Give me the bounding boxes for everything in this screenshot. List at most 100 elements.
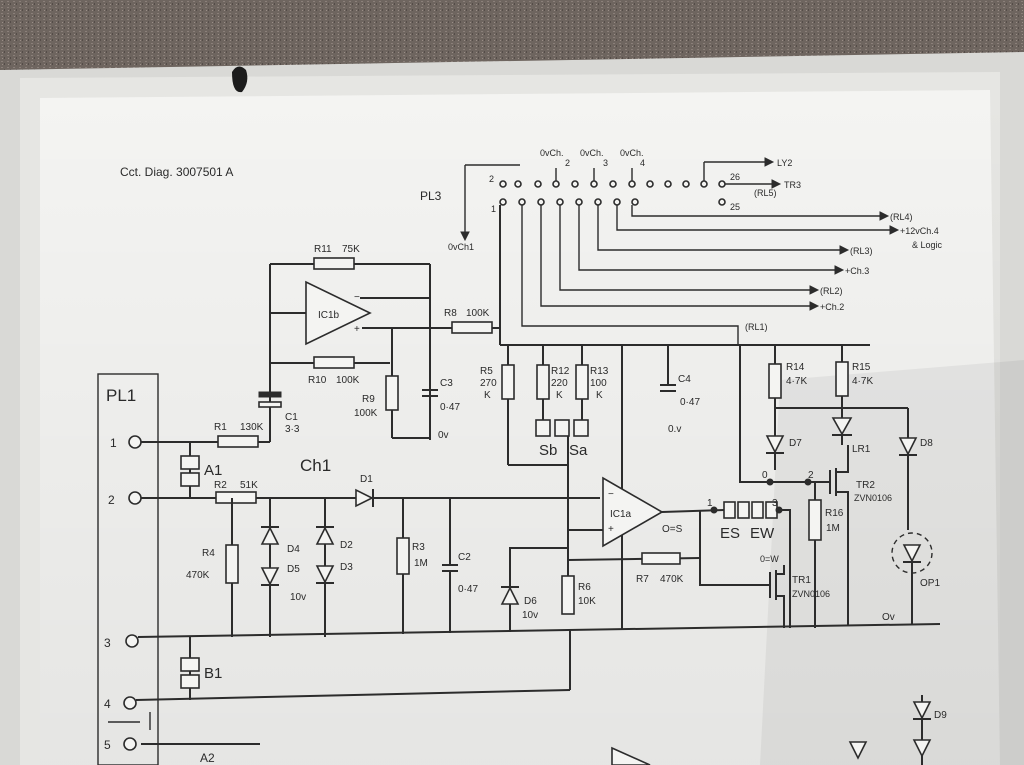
d7-diode: [765, 435, 785, 454]
r6-body: [561, 575, 575, 615]
ly2-arrow: [764, 157, 775, 167]
ch2-arrow: [809, 301, 820, 311]
es-label: ES: [720, 525, 740, 542]
rl3-arrow: [839, 245, 850, 255]
osw-label: 0=W: [760, 554, 779, 564]
pl3-label: PL3: [420, 189, 442, 203]
r16-label: R16: [825, 508, 844, 519]
ov-ch1-arrow: [460, 231, 470, 242]
tr2-source: [836, 491, 849, 626]
ic1b-plus: +: [354, 324, 360, 335]
link-sa[interactable]: [573, 419, 589, 437]
r8-label: R8: [444, 308, 457, 319]
pl1-pin-3: 3: [104, 636, 111, 650]
lr1-label: LR1: [852, 444, 871, 455]
r15-label: R15: [852, 362, 871, 373]
link-es-1[interactable]: [723, 501, 736, 519]
op1-led: [902, 544, 922, 563]
c4-label: C4: [678, 374, 691, 385]
tr1-source: [776, 595, 785, 628]
ov-ch2-label: 0vCh.: [540, 148, 564, 158]
paper-clip-mark: [232, 66, 248, 93]
ic1a-plus: +: [608, 524, 614, 535]
link-ew-1[interactable]: [751, 501, 764, 519]
r12-label: R12: [551, 366, 570, 377]
ch3-label: +Ch.3: [845, 266, 869, 276]
c2-label: C2: [458, 552, 471, 563]
pl1-term-1: [128, 435, 142, 449]
r4-value: 470K: [186, 570, 210, 581]
tr2-label: TR2: [856, 480, 875, 491]
b1-lower: [180, 674, 200, 689]
ch-4-num: 4: [640, 158, 645, 168]
ic1a-label: IC1a: [610, 509, 632, 520]
r10-value: 100K: [336, 375, 360, 386]
sb-label: Sb: [539, 442, 557, 459]
r7-body: [641, 552, 681, 565]
d1-label: D1: [360, 474, 373, 485]
ch1-label: Ch1: [300, 456, 331, 475]
r14-value: 4·7K: [786, 376, 807, 387]
pl3-pin-26: 26: [730, 172, 740, 182]
r15-body: [835, 361, 849, 397]
pl3-pin-1: 1: [491, 204, 496, 214]
r14-body: [768, 363, 782, 399]
pl1-pin-2: 2: [108, 493, 115, 507]
r1-value: 130K: [240, 422, 264, 433]
tr1-label: TR1: [792, 575, 811, 586]
logic-label: & Logic: [912, 240, 943, 250]
link-es-2[interactable]: [737, 501, 750, 519]
r3-value: 1M: [414, 558, 428, 569]
next-opamp-fragment: [611, 746, 651, 765]
a1-lower: [180, 472, 200, 487]
r3-label: R3: [412, 542, 425, 553]
a1-label: A1: [204, 462, 222, 479]
d6-value: 10v: [522, 610, 538, 621]
ew-label: EW: [750, 525, 775, 542]
ground-rail: [137, 623, 941, 638]
tr2-type: ZVN0106: [854, 493, 892, 503]
r13-body: [575, 364, 589, 400]
pl3-pin-row-bottom: [499, 198, 726, 206]
b1-label: B1: [204, 665, 222, 682]
link-2-label: 2: [808, 470, 814, 481]
rl3-label: (RL3): [850, 246, 873, 256]
rl5-label: (RL5): [754, 188, 777, 198]
ch-3-num: 3: [603, 158, 608, 168]
tr2-drain: [836, 445, 849, 473]
ch3-arrow: [834, 265, 845, 275]
pl1-box: [97, 373, 159, 765]
r13-value-1: 100: [590, 378, 607, 389]
r5-body: [501, 364, 515, 400]
lr1-led: [831, 417, 853, 436]
r14-label: R14: [786, 362, 805, 373]
d7-label: D7: [789, 438, 802, 449]
rl4-label: (RL4): [890, 212, 913, 222]
link-sb-1[interactable]: [535, 419, 551, 437]
rl4-arrow: [879, 211, 890, 221]
d5-value: 10v: [290, 592, 306, 603]
link-0-wire: [739, 345, 770, 483]
v12-arrow: [889, 225, 900, 235]
tr3-arrow: [771, 179, 782, 189]
tr3-label: TR3: [784, 180, 801, 190]
d5-label: D5: [287, 564, 300, 575]
d1-diode: [355, 488, 374, 508]
ov-ch1-label: 0vCh1: [448, 242, 474, 252]
link-0-label: 0: [762, 470, 768, 481]
c3-value: 0·47: [440, 402, 460, 413]
pl1-term-2: [128, 491, 142, 505]
link-3-label: 3: [772, 498, 778, 509]
link-sb-2[interactable]: [554, 419, 570, 437]
r5-value-2: K: [484, 390, 491, 401]
r1-label: R1: [214, 422, 227, 433]
a1-upper: [180, 455, 200, 470]
r13-value-2: K: [596, 390, 603, 401]
ic1b-minus: −: [354, 292, 360, 303]
c3-label: C3: [440, 378, 453, 389]
r11-label: R11: [314, 244, 332, 255]
r9-value: 100K: [354, 408, 378, 419]
rl2-arrow: [809, 285, 820, 295]
d2-label: D2: [340, 540, 353, 551]
